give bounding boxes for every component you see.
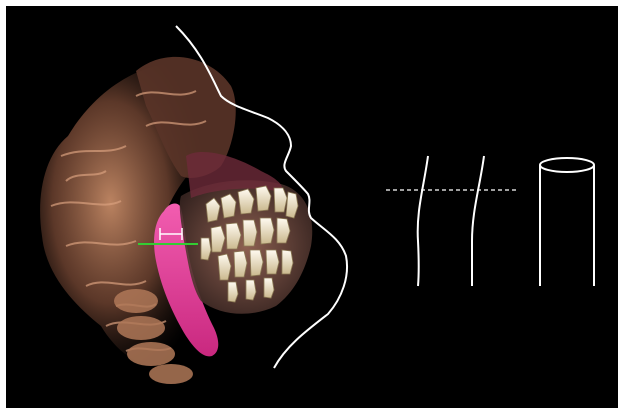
figure-panel — [6, 6, 618, 408]
cbct-figure — [6, 6, 618, 408]
cylinder-schematic — [540, 158, 594, 286]
airway-wall-line-left — [418, 156, 428, 286]
airway-wall-line-right — [472, 156, 484, 286]
